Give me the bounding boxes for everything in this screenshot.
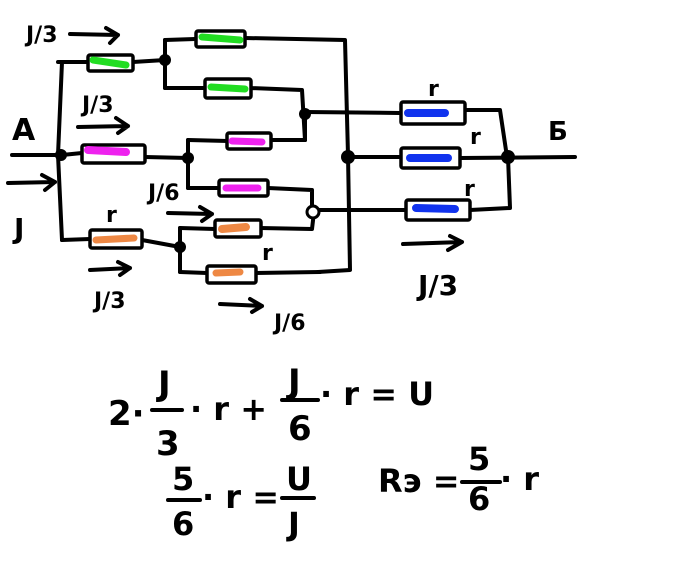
svg-text:· r =: · r = [202,478,279,516]
label-middle-current: J/3 [80,93,114,118]
resistor-magenta-1 [80,143,147,165]
labels: A Б J J/3 J/3 J/3 J/6 J/6 J/3 r r r r r [12,23,568,336]
resistors [80,29,472,285]
resistor-orange-1 [88,228,144,250]
arrow-bottom [88,260,132,277]
label-bottom-sub-current: J/6 [272,311,306,336]
svg-text:J: J [286,505,300,543]
svg-text:· r: · r [500,460,539,498]
node-bottom-split [174,241,186,253]
equation-2: 5 6 · r = U J [166,460,316,543]
svg-text:5: 5 [172,460,194,498]
label-r-blue-2: r [470,125,481,150]
svg-text:U: U [286,460,312,498]
resistor-orange-3 [205,264,258,285]
label-r-orange-2: r [262,241,273,266]
node-bottom-merge [305,204,321,220]
label-input-current: J [12,212,24,245]
arrow-middle [76,116,130,135]
label-top-current: J/3 [24,23,58,48]
svg-text:Rэ =: Rэ = [378,462,460,500]
resistor-blue-3 [404,198,472,222]
node-top-merge [299,108,311,120]
resistor-green-2 [194,29,247,49]
current-arrows [6,26,464,314]
node-mid-split [182,152,194,164]
arrow-right [401,234,464,252]
label-right-current: J/3 [416,269,458,302]
label-r-blue-1: r [428,77,439,102]
node-a [55,149,67,161]
resistor-green-3 [203,77,253,100]
label-r-blue-3: r [464,177,475,202]
svg-text:J: J [156,364,171,404]
resistor-green-1 [86,53,135,73]
svg-text:6: 6 [172,505,194,543]
node-top-split [159,54,171,66]
resistor-orange-2 [213,218,263,239]
svg-text:2·: 2· [108,394,145,434]
svg-text:· r = U: · r = U [320,375,434,413]
equation-1: 2· J 3 · r + J 6 · r = U [108,362,434,464]
svg-text:· r +: · r + [190,390,267,428]
resistor-magenta-2 [225,131,273,151]
svg-text:3: 3 [156,424,180,464]
arrow-bottom-sub [218,297,264,314]
resistor-blue-1 [399,100,467,126]
svg-text:J: J [286,362,301,402]
resistor-blue-2 [399,146,462,170]
arrow-mid-sub [166,205,214,223]
label-mid-sub-current: J/6 [146,181,180,206]
svg-text:6: 6 [288,409,312,449]
arrow-input [6,173,57,192]
svg-text:6: 6 [468,480,490,518]
junction-nodes [55,54,515,253]
label-r-orange-1: r [106,203,117,228]
terminal-b: Б [548,117,568,147]
resistor-magenta-3 [217,178,270,198]
label-bottom-current: J/3 [92,289,126,314]
terminal-a: A [12,113,36,148]
svg-text:5: 5 [468,440,490,478]
node-b [501,150,515,164]
equation-3: Rэ = 5 6 · r [378,440,539,518]
arrow-top [68,26,120,45]
node-right-bus [341,150,355,164]
